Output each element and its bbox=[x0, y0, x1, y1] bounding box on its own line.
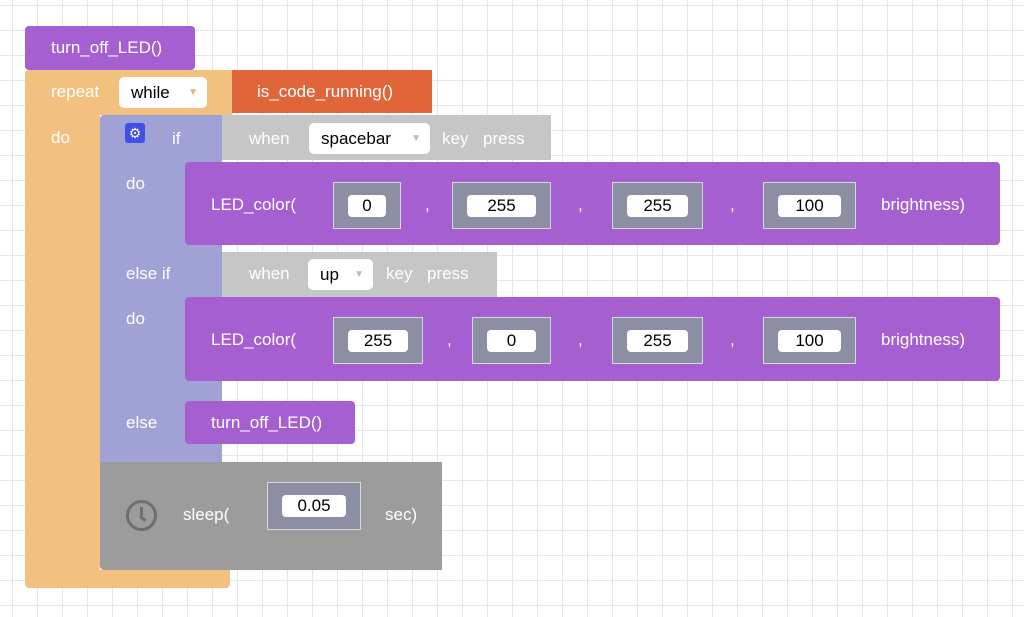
press-label-1: press bbox=[483, 129, 525, 148]
repeat-arm bbox=[25, 115, 100, 575]
sep: , bbox=[730, 330, 735, 349]
if-label: if bbox=[172, 129, 181, 148]
value[interactable]: 0 bbox=[487, 330, 536, 352]
else-if-do-label: do bbox=[126, 309, 145, 328]
brightness-label-2: brightness) bbox=[881, 330, 966, 349]
turn-off-led-else-block[interactable]: turn_off_LED() bbox=[185, 401, 355, 444]
led2-input-b[interactable]: 255 bbox=[612, 317, 703, 364]
key-value-2: up bbox=[320, 265, 339, 284]
value[interactable]: 255 bbox=[467, 195, 536, 217]
key-value-1: spacebar bbox=[321, 129, 391, 148]
repeat-mode-value: while bbox=[131, 83, 170, 102]
repeat-bottom bbox=[25, 570, 230, 588]
chevron-down-icon: ▼ bbox=[411, 133, 421, 144]
value[interactable]: 255 bbox=[627, 330, 688, 352]
condition-label: is_code_running() bbox=[257, 82, 394, 101]
value[interactable]: 100 bbox=[778, 195, 841, 217]
led1-input-brightness[interactable]: 100 bbox=[763, 182, 856, 229]
led1-input-b[interactable]: 255 bbox=[612, 182, 703, 229]
repeat-mode-dropdown[interactable]: while ▼ bbox=[119, 77, 207, 108]
else-if-label: else if bbox=[126, 264, 171, 283]
key-label-2: key bbox=[386, 264, 413, 283]
key-label-1: key bbox=[442, 129, 469, 148]
led2-input-g[interactable]: 0 bbox=[472, 317, 551, 364]
led-color-label-1: LED_color( bbox=[211, 195, 297, 214]
sep: , bbox=[730, 195, 735, 214]
turn-off-led-block[interactable]: turn_off_LED() bbox=[25, 26, 195, 70]
sep: , bbox=[447, 330, 452, 349]
turn-off-led-label: turn_off_LED() bbox=[211, 413, 323, 432]
press-label-2: press bbox=[427, 264, 469, 283]
clock-icon bbox=[126, 500, 157, 531]
value[interactable]: 255 bbox=[348, 330, 408, 352]
led2-input-r[interactable]: 255 bbox=[333, 317, 423, 364]
sep: , bbox=[578, 330, 583, 349]
do-label: do bbox=[51, 128, 70, 147]
repeat-label: repeat bbox=[51, 82, 100, 101]
led1-input-g[interactable]: 255 bbox=[452, 182, 551, 229]
sep: , bbox=[578, 195, 583, 214]
led-color-block-2[interactable] bbox=[185, 297, 1000, 381]
value[interactable]: 0 bbox=[348, 195, 386, 217]
sleep-label: sleep( bbox=[183, 505, 230, 524]
value[interactable]: 100 bbox=[778, 330, 841, 352]
turn-off-led-label: turn_off_LED() bbox=[51, 38, 163, 57]
led1-input-r[interactable]: 0 bbox=[333, 182, 401, 229]
else-label: else bbox=[126, 413, 158, 432]
value[interactable]: 255 bbox=[627, 195, 688, 217]
brightness-label-1: brightness) bbox=[881, 195, 966, 214]
sleep-input[interactable]: 0.05 bbox=[267, 482, 361, 530]
led2-input-brightness[interactable]: 100 bbox=[763, 317, 856, 364]
when-label-1: when bbox=[249, 129, 290, 148]
key-dropdown-1[interactable]: spacebar ▼ bbox=[309, 123, 430, 154]
sec-label: sec) bbox=[385, 505, 418, 524]
value[interactable]: 0.05 bbox=[282, 495, 346, 517]
is-code-running-block[interactable]: is_code_running() bbox=[232, 70, 432, 113]
sep: , bbox=[425, 195, 430, 214]
when-label-2: when bbox=[249, 264, 290, 283]
key-dropdown-2[interactable]: up ▼ bbox=[308, 259, 373, 290]
chevron-down-icon: ▼ bbox=[354, 269, 364, 280]
led-color-label-2: LED_color( bbox=[211, 330, 297, 349]
gear-icon[interactable]: ⚙ bbox=[125, 123, 145, 143]
if-do-label: do bbox=[126, 174, 145, 193]
chevron-down-icon: ▼ bbox=[188, 87, 198, 98]
led-color-block-1[interactable] bbox=[185, 162, 1000, 245]
